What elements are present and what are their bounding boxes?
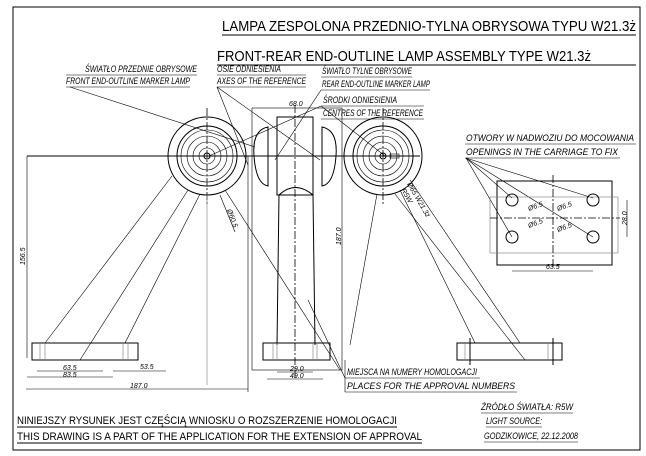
hole-spacing-horizontal: 63.5	[546, 264, 560, 271]
rear-lamp-view: Ø65 W21.3ż R5W	[343, 108, 526, 361]
front-lamp-view: Ø60.5	[44, 108, 341, 385]
side-view: 68.0 187.0 29.0 49.0	[251, 101, 343, 380]
drawing-frame	[12, 6, 641, 451]
note-english: THIS DRAWING IS A PART OF THE APPLICATIO…	[17, 431, 422, 443]
mounting-holes-detail: OTWORY W NADWOZIU DO MOCOWANIA OPENINGS …	[465, 133, 636, 272]
hole-3-dimension: Ø6.5	[526, 218, 544, 230]
title-polish: LAMPA ZESPOLONA PRZEDNIO-TYLNA OBRYSOWA …	[222, 18, 636, 35]
note-polish: NINIEJSZY RYSUNEK JEST CZĘŚCIĄ WNIOSKU O…	[17, 414, 397, 427]
hole-4-dimension: Ø6.5	[555, 222, 573, 234]
diameter-dimension: Ø60.5	[225, 207, 238, 228]
rear-base	[456, 338, 563, 365]
title-english: FRONT-REAR END-OUTLINE LAMP ASSEMBLY TYP…	[217, 48, 591, 65]
front-base: 156.5 63.5 53.5 83.5 187.0	[20, 156, 249, 392]
total-width-dimension: 187.0	[130, 383, 148, 390]
approval-label-en: PLACES FOR THE APPROVAL NUMBERS	[347, 381, 515, 391]
hole-spacing-vertical: 28.0	[622, 211, 629, 226]
base-outer-dimension: 83.5	[63, 372, 77, 379]
rear-lamp-label-pl: ŚWIATŁO TYLNE OBRYSOWE	[322, 65, 413, 76]
height-mid-dimension: 187.0	[336, 227, 343, 245]
light-source-en: LIGHT SOURCE:	[486, 416, 542, 426]
hole-2-dimension: Ø6.5	[555, 201, 573, 213]
axes-label-en: AXES OF THE REFERENCE	[216, 76, 307, 86]
front-lamp-label-en: FRONT END-OUTLINE MARKER LAMP	[66, 76, 190, 86]
openings-label-pl: OTWORY W NADWOZIU DO MOCOWANIA	[466, 133, 634, 143]
approval-label-pl: MIEJSCA NA NUMERY HOMOLOGACJI	[347, 367, 477, 377]
rear-lamp-label-en: REAR END-OUTLINE MARKER LAMP	[322, 79, 430, 89]
front-lamp-label-pl: ŚWIATŁO PRZEDNIE OBRYSOWE	[85, 63, 198, 74]
mid-inner-dimension: 29.0	[289, 366, 304, 373]
place-date: GODZIKOWICE, 22.12.2008	[484, 431, 578, 441]
openings-label-en: OPENINGS IN THE CARRIAGE TO FIX	[466, 147, 619, 157]
centres-label-en: CENTRES OF THE REFERENCE	[323, 108, 424, 118]
height-left-dimension: 156.5	[20, 247, 27, 265]
axes-label-pl: OSIE ODNIESIENIA	[217, 64, 281, 74]
base-inner-dimension: 63.5	[63, 365, 77, 372]
centres-label-pl: ŚRODKI ODNIESIENIA	[323, 94, 397, 105]
mid-outer-dimension: 49.0	[290, 373, 304, 380]
offset-dimension: 53.5	[140, 364, 154, 371]
light-source-pl: ŹRÓDŁO ŚWIATŁA: R5W	[480, 401, 574, 412]
hole-1-dimension: Ø6.5	[526, 201, 544, 213]
width-top-dimension: 68.0	[289, 101, 303, 108]
